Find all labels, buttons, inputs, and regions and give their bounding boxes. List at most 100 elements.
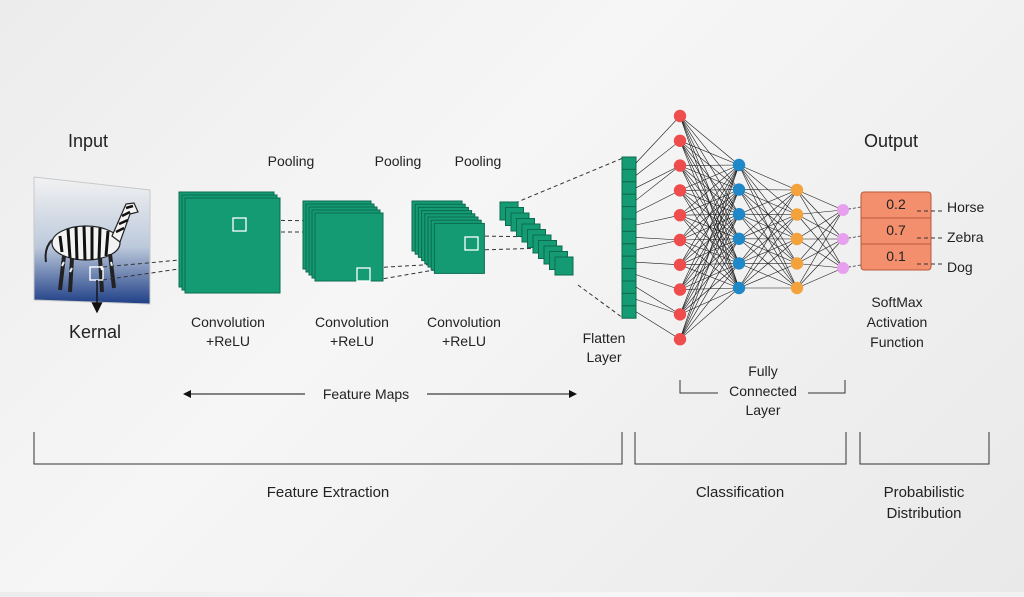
dense-layer-1-node: [674, 283, 686, 295]
dense-layer-1-node: [674, 110, 686, 122]
dense-edge-3: [797, 210, 843, 215]
flatten-cell: [622, 207, 636, 219]
flatten-to-dense-edge: [636, 166, 680, 201]
dense-layer-3-node: [791, 184, 803, 196]
dense-layer-2-node: [733, 159, 745, 171]
dense-edge-3: [797, 190, 843, 210]
class-dog: Dog: [947, 259, 973, 275]
flatten-to-dense-edge: [636, 116, 680, 163]
output-node: [837, 262, 849, 274]
flatten-cell: [622, 256, 636, 268]
flatten-cell: [622, 281, 636, 293]
flatten-to-dense-edge: [636, 287, 680, 314]
prob-dog: 0.1: [886, 248, 906, 264]
conv1-map-layer: [185, 198, 280, 293]
flatten-to-dense-edge: [636, 190, 680, 212]
dense-edge-1: [680, 165, 739, 190]
flatten-label-line2: Layer: [586, 349, 621, 365]
dense-layer-2-node: [733, 183, 745, 195]
feature-map-stacks: [179, 192, 573, 293]
section-brackets: [34, 432, 989, 464]
class-horse: Horse: [947, 199, 985, 215]
dense-edge-2: [739, 165, 797, 190]
conv2-label-b: +ReLU: [330, 333, 374, 349]
flatten-to-dense-edge: [636, 312, 680, 339]
section-classification: Classification: [696, 484, 784, 501]
class-zebra: Zebra: [947, 229, 984, 245]
dense-edge-3: [797, 190, 843, 268]
softmax-line2: Activation: [867, 314, 928, 330]
dense-edge-3: [797, 210, 843, 288]
kernel-label: Kernal: [69, 322, 121, 342]
dense-edge-3: [797, 268, 843, 288]
flatten-to-dense-edge: [636, 275, 680, 290]
dense-layer-2-node: [733, 282, 745, 294]
flatten-cell: [622, 194, 636, 206]
flatten-to-dense-edge: [636, 262, 680, 265]
flatten-label-line1: Flatten: [583, 330, 626, 346]
flatten-cell: [622, 231, 636, 243]
flatten-to-dense-edge: [636, 240, 680, 250]
flatten-cell: [622, 293, 636, 305]
flatten-to-dense-edge: [636, 299, 680, 314]
dense-layer-3-node: [791, 282, 803, 294]
dense-layer-2-node: [733, 233, 745, 245]
flatten-to-dense-edge: [636, 237, 680, 240]
softmax-line1: SoftMax: [871, 294, 922, 310]
dense-edge-3: [797, 264, 843, 269]
fc-label-line1: Fully: [748, 363, 778, 379]
conv2-label-a: Convolution: [315, 314, 389, 330]
dense-layer-1-node: [674, 135, 686, 147]
output-node: [837, 204, 849, 216]
flatten-cell: [622, 269, 636, 281]
dense-layer-1-node: [674, 259, 686, 271]
dense-layer-3-node: [791, 208, 803, 220]
dense-layer-1-node: [674, 159, 686, 171]
dense-edge-1: [680, 116, 739, 165]
pooling-label-3: Pooling: [455, 153, 502, 169]
dense-layer-3-node: [791, 257, 803, 269]
pooling-label-2: Pooling: [375, 153, 422, 169]
dense-layer-1-node: [674, 209, 686, 221]
dense-edge-1: [680, 165, 739, 166]
conv3-label-b: +ReLU: [442, 333, 486, 349]
dense-layer-2-node: [733, 208, 745, 220]
network-connections: [636, 116, 861, 339]
dense-layer-1-node: [674, 333, 686, 345]
flatten-cell: [622, 157, 636, 169]
flatten-cell: [622, 182, 636, 194]
section-probabilistic-line2: Distribution: [886, 505, 961, 522]
input-title: Input: [68, 131, 108, 151]
pooling-label-1: Pooling: [268, 153, 315, 169]
conv1-label-a: Convolution: [191, 314, 265, 330]
prob-horse: 0.2: [886, 196, 906, 212]
dense-layer-2-node: [733, 257, 745, 269]
flatten-cell: [622, 306, 636, 318]
pool3-map-layer: [555, 257, 573, 275]
fc-label-line2: Connected: [729, 383, 797, 399]
fc-label-line3: Layer: [745, 402, 780, 418]
conv3-map-layer: [434, 223, 484, 273]
conv1-label-b: +ReLU: [206, 333, 250, 349]
output-title: Output: [864, 131, 918, 151]
flatten-cell: [622, 169, 636, 181]
dense-edge-1: [680, 141, 739, 165]
flatten-cell: [622, 244, 636, 256]
dense-layer-1-node: [674, 234, 686, 246]
flatten-layer: [622, 157, 636, 318]
flatten-to-dense-edge: [636, 166, 680, 188]
flatten-to-dense-edge: [636, 215, 680, 225]
dense-layer-1-node: [674, 308, 686, 320]
dense-layer-1-node: [674, 184, 686, 196]
dense-layer-3-node: [791, 233, 803, 245]
flatten-to-dense-edge: [636, 141, 680, 176]
section-feature-extraction: Feature Extraction: [267, 484, 390, 501]
prob-zebra: 0.7: [886, 222, 906, 238]
flatten-cell: [622, 219, 636, 231]
feature-maps-label: Feature Maps: [323, 386, 409, 402]
conv3-label-a: Convolution: [427, 314, 501, 330]
section-probabilistic-line1: Probabilistic: [884, 484, 965, 501]
input-image: [34, 177, 150, 312]
